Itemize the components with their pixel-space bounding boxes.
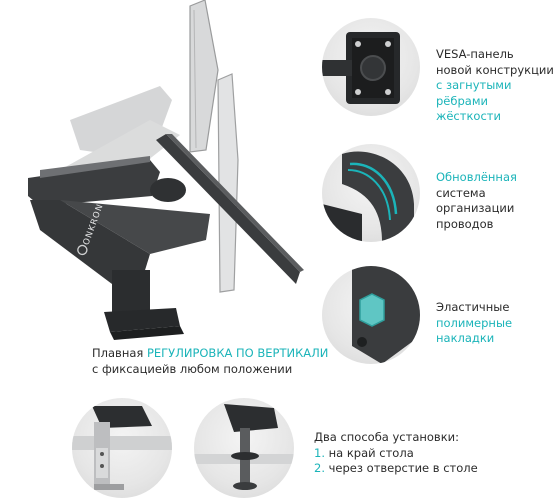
arm-body: [28, 156, 210, 340]
vesa-caption: VESA-панель новой конструкции с загнутым…: [436, 47, 556, 125]
pads-line1: Эластичные: [436, 300, 510, 314]
install-item-2-num: 2.: [314, 461, 325, 475]
cables-line1: Обновлённая: [436, 170, 517, 184]
ghost-monitor-middle: [217, 73, 239, 293]
pads-caption: Эластичные полимерные накладки: [436, 300, 556, 347]
vesa-line4: рёбрами жёсткости: [436, 93, 501, 124]
ghost-monitor-top: [189, 0, 219, 153]
pads-line3: накладки: [436, 331, 495, 345]
adjust-line2: с фиксациейв любом положении: [92, 361, 293, 376]
adjust-highlight: РЕГУЛИРОВКА ПО ВЕРТИКАЛИ: [146, 346, 329, 360]
install-item-2-text: через отверстие в столе: [324, 461, 478, 475]
pads-line2: полимерные: [436, 315, 513, 330]
cable-management-photo: [322, 144, 420, 242]
install-item-2: 2. через отверстие в столе: [314, 461, 554, 477]
grommet-mount-photo: [194, 398, 294, 498]
cables-caption: Обновлённая система организации проводов: [436, 170, 556, 232]
install-item-1: 1. на край стола: [314, 446, 554, 462]
install-title: Два способа установки:: [314, 430, 459, 444]
polymer-pads-photo: [322, 266, 420, 364]
cables-line3: организации: [436, 201, 515, 215]
monitor-arm-illustration: ONKRON: [28, 0, 304, 340]
vesa-line1: VESA-панель: [436, 47, 514, 61]
vesa-line2: новой конструкции: [436, 62, 554, 77]
clamp-mount-photo: [72, 398, 172, 498]
cables-line2: система: [436, 185, 486, 200]
install-item-1-text: на край стола: [324, 445, 414, 460]
vesa-panel-photo: [322, 18, 420, 116]
adjust-prefix: Плавная: [92, 346, 147, 360]
vesa-line3: с загнутыми: [436, 78, 512, 92]
install-caption: Два способа установки: 1. на край стола …: [314, 430, 554, 477]
main-monitor: [156, 134, 304, 284]
adjust-line1: Плавная РЕГУЛИРОВКА ПО ВЕРТИКАЛИ: [92, 346, 332, 362]
install-item-1-num: 1.: [314, 445, 325, 460]
cables-line4: проводов: [436, 216, 494, 231]
vertical-adjust-caption: Плавная РЕГУЛИРОВКА ПО ВЕРТИКАЛИ с фикса…: [92, 346, 332, 377]
